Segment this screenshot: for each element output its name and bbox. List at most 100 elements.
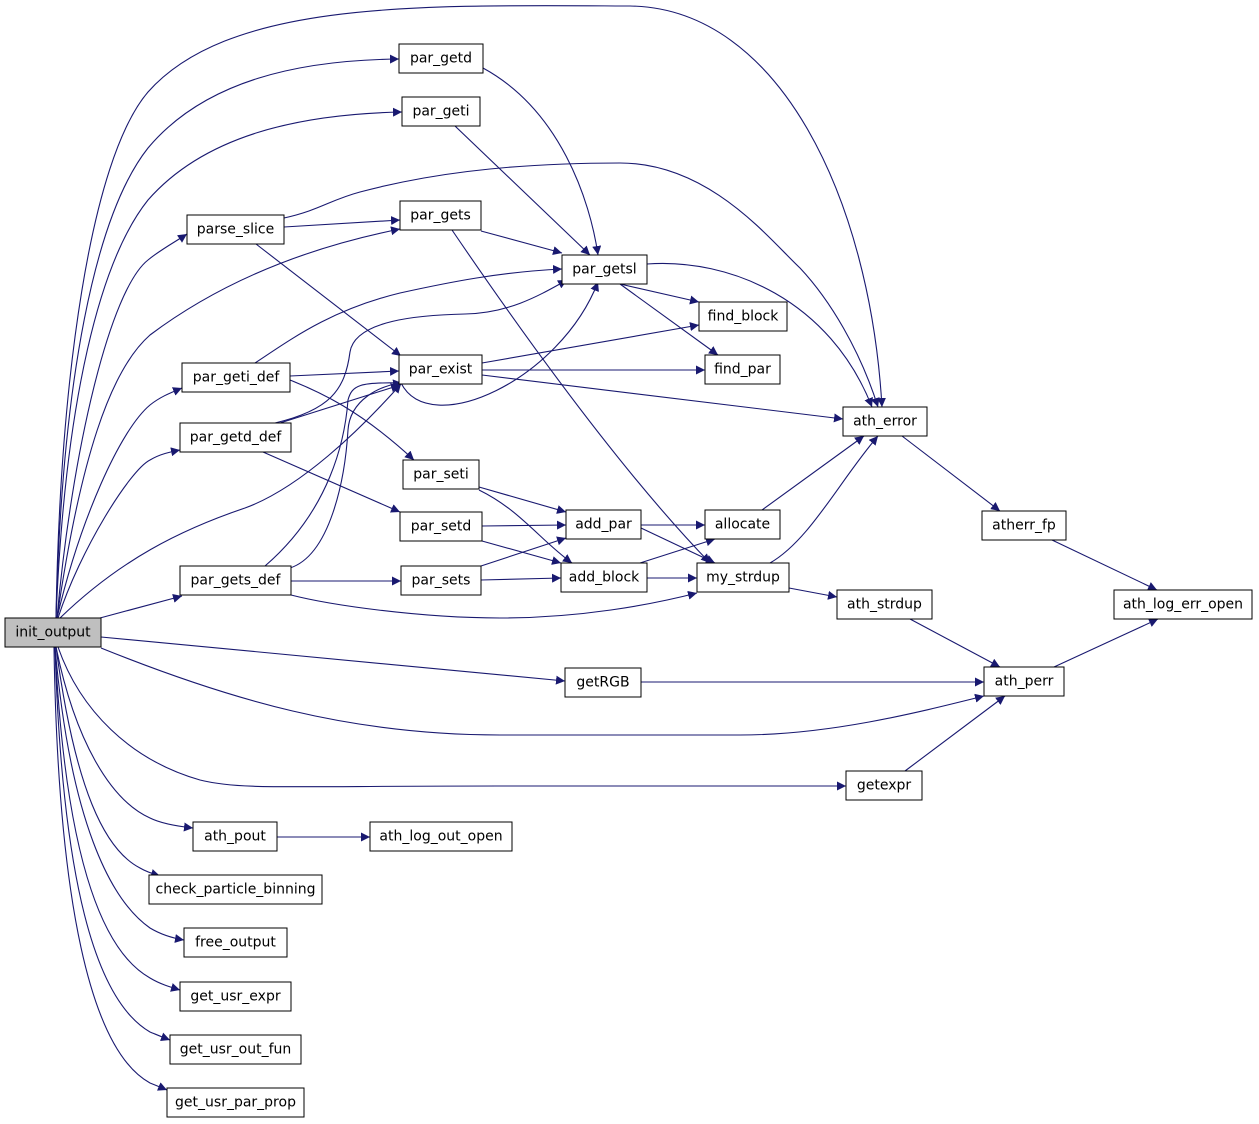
node-label: add_par	[575, 517, 632, 533]
edge-par_geti-to-par_getsl	[454, 125, 591, 256]
edge-add_par-to-my_strdup	[640, 527, 716, 564]
node-add_par[interactable]: add_par	[565, 509, 642, 540]
node-find_par[interactable]: find_par	[704, 354, 781, 385]
node-ath_strdup[interactable]: ath_strdup	[836, 589, 933, 620]
node-atherr_fp[interactable]: atherr_fp	[981, 510, 1067, 541]
node-check_particle_binning[interactable]: check_particle_binning	[148, 874, 323, 905]
node-box[interactable]	[186, 214, 285, 245]
edge-init_output-to-get_usr_par_prop	[53, 646, 168, 1091]
node-box[interactable]	[564, 667, 642, 698]
edge-init_output-to-check_particle_binning	[55, 646, 161, 878]
node-par_getd[interactable]: par_getd	[398, 43, 484, 74]
edge-par_getsl-to-find_par	[619, 283, 719, 356]
edge-atherr_fp-to-ath_log_err_open	[1051, 539, 1158, 591]
node-getexpr[interactable]: getexpr	[845, 770, 923, 801]
node-label: par_getsl	[572, 262, 636, 278]
node-box[interactable]	[179, 565, 292, 596]
node-box[interactable]	[560, 562, 648, 593]
node-label: par_sets	[412, 573, 471, 589]
node-label: find_par	[714, 362, 771, 378]
node-allocate[interactable]: allocate	[704, 509, 781, 540]
node-ath_pout[interactable]: ath_pout	[192, 821, 278, 852]
node-par_gets[interactable]: par_gets	[399, 200, 482, 231]
node-box[interactable]	[402, 459, 480, 490]
node-box[interactable]	[983, 666, 1065, 697]
edge-init_output-to-get_usr_out_fun	[54, 646, 171, 1042]
edge-par_gets_def-to-par_getsl	[264, 281, 599, 567]
node-box[interactable]	[704, 509, 781, 540]
node-label: init_output	[15, 625, 91, 641]
node-box[interactable]	[399, 511, 483, 542]
node-box[interactable]	[1113, 589, 1253, 620]
node-box[interactable]	[4, 617, 102, 648]
node-box[interactable]	[400, 565, 482, 596]
node-box[interactable]	[399, 200, 482, 231]
node-get_usr_par_prop[interactable]: get_usr_par_prop	[166, 1087, 305, 1118]
node-par_geti_def[interactable]: par_geti_def	[181, 362, 291, 393]
node-ath_error[interactable]: ath_error	[842, 406, 928, 437]
node-init_output[interactable]: init_output	[4, 617, 102, 648]
node-box[interactable]	[845, 770, 923, 801]
node-box[interactable]	[842, 406, 928, 437]
node-ath_log_out_open[interactable]: ath_log_out_open	[369, 821, 513, 852]
edge-par_sets-to-add_par	[480, 536, 567, 567]
node-box[interactable]	[696, 562, 790, 593]
node-parse_slice[interactable]: parse_slice	[186, 214, 285, 245]
node-par_getsl[interactable]: par_getsl	[561, 254, 648, 285]
node-label: parse_slice	[197, 222, 275, 238]
edge-par_setd-to-add_block	[481, 540, 562, 565]
edge-parse_slice-to-par_exist	[255, 243, 402, 357]
edge-init_output-to-getRGB	[100, 636, 566, 685]
edge-init_output-to-par_exist	[59, 383, 402, 619]
node-box[interactable]	[179, 422, 292, 453]
edge-init_output-to-par_geti_def	[56, 387, 183, 619]
node-box[interactable]	[169, 1034, 302, 1065]
node-box[interactable]	[565, 509, 642, 540]
edge-par_exist-to-ath_error	[481, 374, 844, 423]
edge-par_sets-to-add_block	[480, 573, 562, 583]
node-box[interactable]	[192, 821, 278, 852]
node-get_usr_out_fun[interactable]: get_usr_out_fun	[169, 1034, 302, 1065]
node-box[interactable]	[836, 589, 933, 620]
edge-par_exist-to-find_block	[481, 322, 700, 364]
node-add_block[interactable]: add_block	[560, 562, 648, 593]
node-box[interactable]	[166, 1087, 305, 1118]
node-box[interactable]	[401, 96, 481, 127]
node-ath_perr[interactable]: ath_perr	[983, 666, 1065, 697]
node-label: ath_pout	[204, 829, 266, 845]
node-box[interactable]	[398, 43, 484, 74]
node-box[interactable]	[369, 821, 513, 852]
node-box[interactable]	[181, 362, 291, 393]
node-par_seti[interactable]: par_seti	[402, 459, 480, 490]
node-par_geti[interactable]: par_geti	[401, 96, 481, 127]
node-getRGB[interactable]: getRGB	[564, 667, 642, 698]
node-box[interactable]	[179, 981, 292, 1012]
node-par_gets_def[interactable]: par_gets_def	[179, 565, 292, 596]
node-par_getd_def[interactable]: par_getd_def	[179, 422, 292, 453]
node-box[interactable]	[704, 354, 781, 385]
node-par_sets[interactable]: par_sets	[400, 565, 482, 596]
edge-init_output-to-ath_perr	[100, 647, 985, 736]
node-box[interactable]	[148, 874, 323, 905]
edge-allocate-to-ath_error	[761, 435, 865, 511]
node-box[interactable]	[698, 301, 788, 332]
node-label: par_seti	[413, 467, 469, 483]
edge-par_getsl-to-find_block	[619, 283, 700, 305]
edge-init_output-to-par_gets	[56, 226, 401, 619]
edge-init_output-to-par_gets_def	[99, 593, 183, 619]
node-box[interactable]	[183, 927, 288, 958]
node-label: getexpr	[857, 778, 912, 794]
node-ath_log_err_open[interactable]: ath_log_err_open	[1113, 589, 1253, 620]
node-box[interactable]	[561, 254, 648, 285]
node-find_block[interactable]: find_block	[698, 301, 788, 332]
node-label: get_usr_out_fun	[180, 1042, 292, 1058]
node-par_setd[interactable]: par_setd	[399, 511, 483, 542]
edge-ath_error-to-atherr_fp	[901, 435, 1001, 512]
node-get_usr_expr[interactable]: get_usr_expr	[179, 981, 292, 1012]
node-box[interactable]	[398, 354, 483, 385]
edge-my_strdup-to-ath_error	[769, 435, 879, 564]
node-my_strdup[interactable]: my_strdup	[696, 562, 790, 593]
node-free_output[interactable]: free_output	[183, 927, 288, 958]
node-par_exist[interactable]: par_exist	[398, 354, 483, 385]
node-box[interactable]	[981, 510, 1067, 541]
